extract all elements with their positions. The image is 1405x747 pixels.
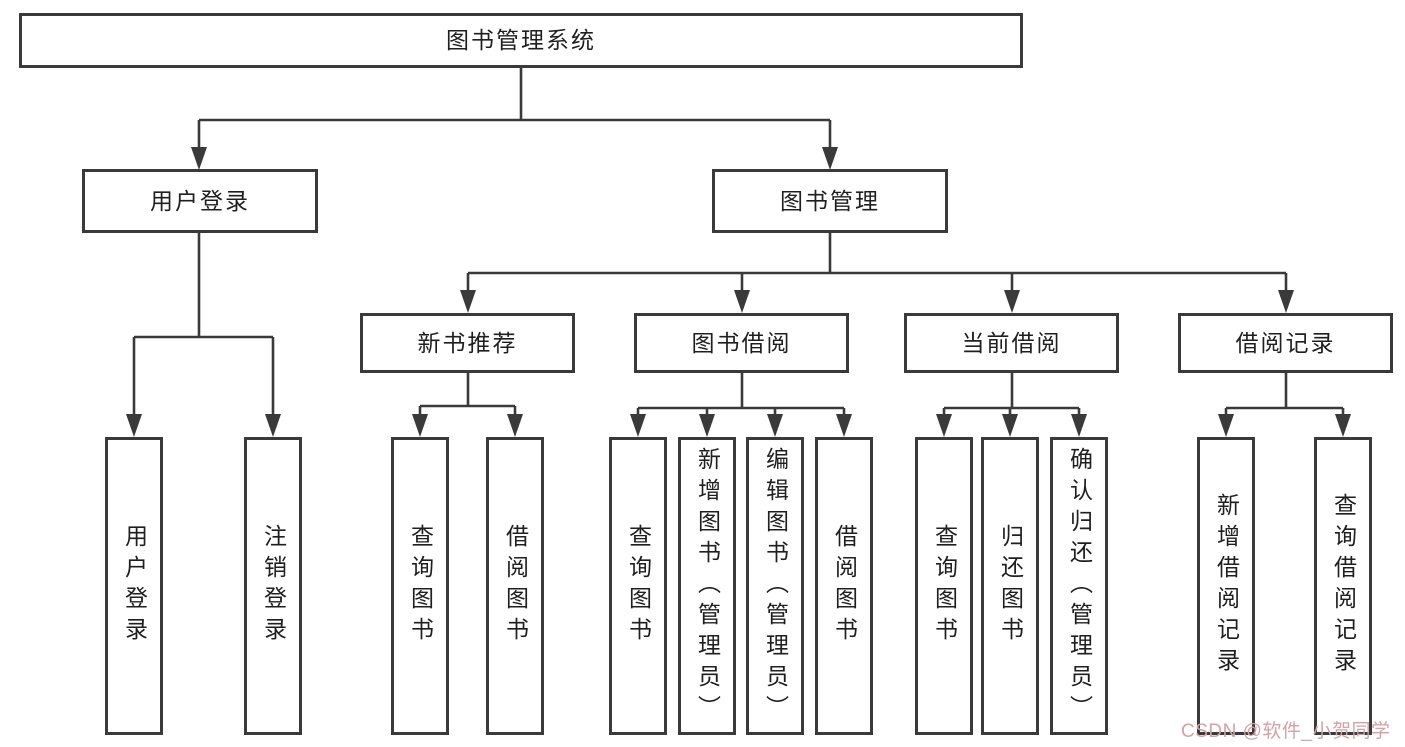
node-user-login: 用户登录 <box>82 169 318 233</box>
leaf-query-books-2: 查询图书 <box>609 437 667 735</box>
node-book-borrow-label: 图书借阅 <box>691 329 792 356</box>
leaf-edit-books-admin-label: 编辑图书（管理员） <box>762 446 789 726</box>
leaf-borrow-books-1: 借阅图书 <box>486 437 544 735</box>
leaf-edit-books-admin: 编辑图书（管理员） <box>746 437 804 735</box>
connector-user-login-branch <box>132 233 275 415</box>
leaf-add-borrow-record: 新增借阅记录 <box>1197 437 1255 735</box>
leaf-add-books-admin-label: 新增图书（管理员） <box>694 446 721 726</box>
node-book-management-label: 图书管理 <box>780 187 880 214</box>
node-root-label: 图书管理系统 <box>446 27 596 53</box>
leaf-borrow-books-1-label: 借阅图书 <box>502 524 529 648</box>
leaf-confirm-return-admin-label: 确认归还（管理员） <box>1066 446 1093 726</box>
arrow-heads <box>126 147 1351 437</box>
leaf-logout-label: 注销登录 <box>260 524 287 648</box>
node-book-management: 图书管理 <box>712 169 948 233</box>
connector-book-borrow-branch <box>636 373 846 415</box>
node-current-borrow: 当前借阅 <box>904 313 1119 373</box>
node-book-borrow: 图书借阅 <box>634 313 849 373</box>
leaf-borrow-books-2-label: 借阅图书 <box>831 524 858 648</box>
node-borrow-record: 借阅记录 <box>1178 313 1393 373</box>
leaf-query-books-3-label: 查询图书 <box>931 524 958 648</box>
connector-book-management-branch <box>466 233 1288 291</box>
csdn-watermark: CSDN @软件_小贺同学 <box>1181 721 1391 742</box>
leaf-user-login: 用户登录 <box>105 437 163 735</box>
node-new-book-recommend-label: 新书推荐 <box>417 329 518 356</box>
connector-current-borrow-branch <box>942 373 1081 415</box>
leaf-query-books-3: 查询图书 <box>915 437 973 735</box>
leaf-add-books-admin: 新增图书（管理员） <box>678 437 736 735</box>
node-borrow-record-label: 借阅记录 <box>1235 329 1336 356</box>
leaf-return-books: 归还图书 <box>981 437 1039 735</box>
leaf-query-books-2-label: 查询图书 <box>625 524 652 648</box>
leaf-return-books-label: 归还图书 <box>997 524 1024 648</box>
leaf-add-borrow-record-label: 新增借阅记录 <box>1213 493 1240 679</box>
leaf-borrow-books-2: 借阅图书 <box>815 437 873 735</box>
node-new-book-recommend: 新书推荐 <box>360 313 575 373</box>
node-root: 图书管理系统 <box>19 13 1023 68</box>
leaf-logout: 注销登录 <box>244 437 302 735</box>
connector-root-to-level2 <box>197 68 832 148</box>
leaf-query-borrow-record: 查询借阅记录 <box>1314 437 1372 735</box>
leaf-query-books-1: 查询图书 <box>391 437 449 735</box>
connector-new-book-branch <box>418 373 517 415</box>
leaf-query-books-1-label: 查询图书 <box>407 524 434 648</box>
leaf-confirm-return-admin: 确认归还（管理员） <box>1050 437 1108 735</box>
node-current-borrow-label: 当前借阅 <box>961 329 1062 356</box>
leaf-query-borrow-record-label: 查询借阅记录 <box>1330 493 1357 679</box>
node-user-login-label: 用户登录 <box>150 187 250 214</box>
leaf-user-login-label: 用户登录 <box>121 524 148 648</box>
connector-borrow-record-branch <box>1224 373 1345 415</box>
